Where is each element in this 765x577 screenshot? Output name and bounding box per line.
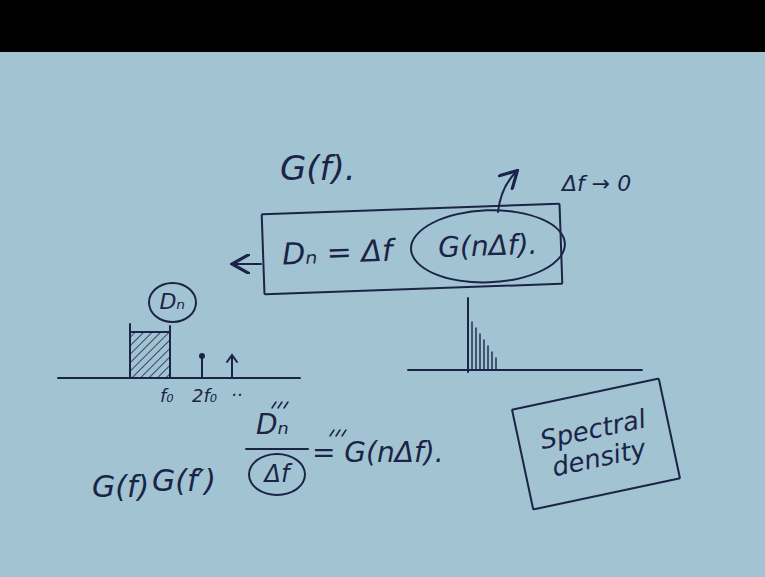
numerator: Dₙ: [256, 410, 289, 441]
pointer-arrow: [498, 172, 516, 212]
axis: [467, 298, 469, 372]
axis-tick: ..: [232, 380, 243, 400]
dense-lines: [472, 322, 496, 370]
top-band: [0, 0, 765, 52]
impulse: [201, 358, 203, 378]
function-label: G(f): [92, 470, 149, 503]
circled-denominator: Δf: [248, 453, 306, 496]
circled-term: G(nΔf).: [409, 207, 567, 286]
impulse: [169, 326, 171, 378]
node-text: G(nΔf).: [438, 229, 538, 263]
function-label: G(f).: [280, 150, 356, 187]
equation-rhs: = G(nΔf).: [312, 438, 444, 469]
limit-note: Δf → 0: [562, 172, 631, 196]
node-text: Dₙ = Δf: [282, 233, 393, 270]
axis-tick: f₀: [160, 386, 174, 406]
axis: [408, 369, 642, 371]
axis-tick: 2f₀: [192, 386, 217, 406]
node-text: Spectral density: [529, 403, 662, 485]
node-text: Δf: [265, 461, 290, 487]
concept-box: Spectral density: [511, 377, 681, 510]
circled-coefficient: Dₙ: [148, 282, 197, 323]
impulse: [129, 324, 131, 378]
equation-box: Dₙ = Δf G(nΔf).: [261, 203, 564, 295]
impulse: [231, 356, 233, 378]
impulse-tip: [200, 354, 204, 358]
impulse-head: [227, 355, 237, 362]
node-text: Dₙ: [159, 290, 185, 314]
function-label: G(f′): [152, 464, 216, 497]
axis: [58, 377, 300, 379]
pointer-arrow: [234, 263, 261, 265]
fraction-bar: [246, 448, 308, 450]
hatched-strip: [130, 332, 170, 378]
